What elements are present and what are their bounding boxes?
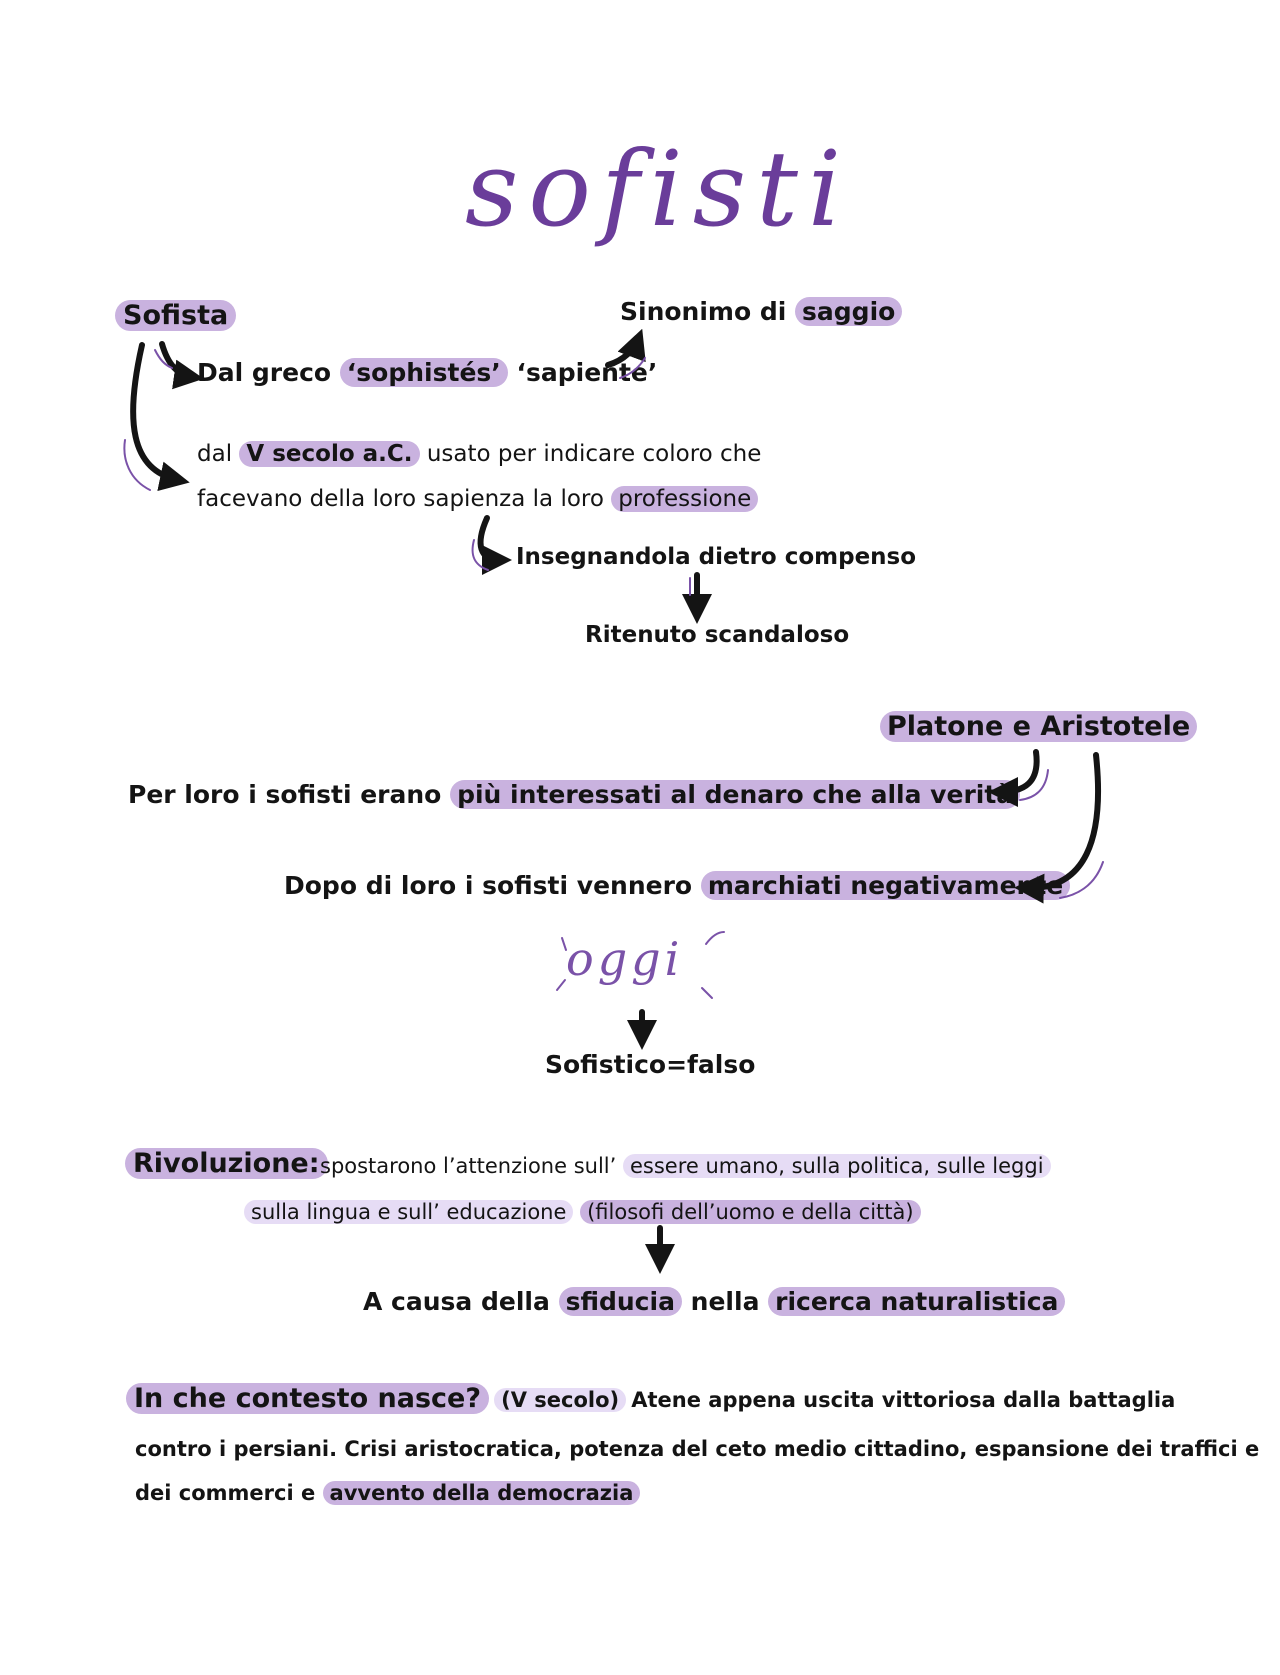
professione-highlight: professione (611, 486, 759, 512)
sinonimo-line: Sinonimo di saggio (620, 297, 903, 326)
dopo-line: Dopo di loro i sofisti vennero marchiati… (284, 871, 1071, 900)
sulla-lingua-highlight: sulla lingua e sull’ educazione (244, 1200, 574, 1224)
sulla-lingua-line: sulla lingua e sull’ educazione (filosof… (244, 1200, 921, 1224)
piu-interessati-highlight: più interessati al denaro che alla verit… (450, 780, 1021, 809)
facevano-line: facevano della loro sapienza la loro pro… (197, 486, 759, 512)
page-title: sofisti (465, 128, 852, 250)
contesto-heading: In che contesto nasce? (126, 1383, 490, 1414)
v-secolo-badge: (V secolo) (494, 1388, 627, 1412)
insegnandola-line: Insegnandola dietro compenso (516, 544, 917, 570)
decor-stroke (154, 349, 173, 369)
decor-stroke (701, 987, 713, 999)
v-secolo-highlight: V secolo a.C. (239, 441, 420, 467)
contesto-line: In che contesto nasce? (V secolo) Atene … (126, 1383, 1175, 1414)
essere-umano-highlight: essere umano, sulla politica, sulle legg… (622, 1154, 1051, 1178)
ritenuto-line: Ritenuto scandaloso (585, 622, 850, 648)
democrazia-highlight: avvento della democrazia (322, 1481, 641, 1505)
decor-stroke (471, 539, 489, 571)
arrow-sofista-to-dal-greco (159, 341, 204, 390)
oggi-label: oggi (566, 932, 684, 986)
platone-label: Platone e Aristotele (880, 711, 1198, 742)
a-causa-line: A causa della sfiducia nella ricerca nat… (363, 1287, 1066, 1316)
rivoluzione-label: Rivoluzione: (125, 1148, 328, 1179)
per-loro-line: Per loro i sofisti erano più interessati… (128, 780, 1021, 809)
decor-stroke (123, 439, 151, 491)
arrow-professione-to-insegnandola (477, 515, 512, 575)
sophistes-highlight: ‘sophistés’ (339, 358, 508, 387)
decor-stroke (705, 931, 725, 945)
sofistico-line: Sofistico=falso (545, 1050, 756, 1079)
sfiducia-highlight: sfiducia (558, 1287, 682, 1316)
arrow-sofista-to-v-secolo (130, 342, 190, 491)
arrow-platone-to-dopo (1014, 752, 1102, 904)
contesto-line-2: contro i persiani. Crisi aristocratica, … (135, 1437, 1260, 1461)
decor-stroke (556, 979, 566, 991)
saggio-highlight: saggio (795, 297, 903, 326)
filosofi-highlight: (filosofi dell’uomo e della città) (580, 1200, 921, 1224)
ricerca-highlight: ricerca naturalistica (768, 1287, 1066, 1316)
sofista-label: Sofista (115, 300, 237, 331)
dal-greco-line: Dal greco ‘sophistés’ ‘sapiente’ (197, 358, 658, 387)
decor-stroke (1019, 769, 1049, 801)
spostarono-line: spostarono l’attenzione sull’ essere uma… (320, 1154, 1051, 1178)
v-secolo-line: dal V secolo a.C. usato per indicare col… (197, 441, 762, 467)
contesto-line-3: dei commerci e avvento della democrazia (135, 1481, 641, 1505)
marchiati-highlight: marchiati negativamente (700, 871, 1071, 900)
